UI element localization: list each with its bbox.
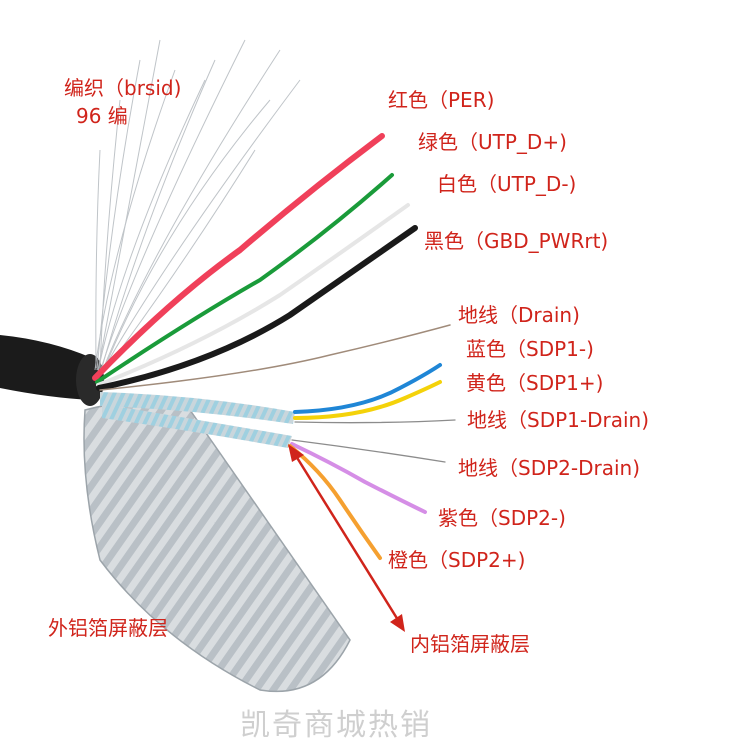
wires <box>92 133 456 560</box>
inner-shield-arrow <box>288 444 405 632</box>
sdp1-drain-wire <box>294 419 456 424</box>
orange-wire <box>288 444 382 560</box>
blue-wire <box>293 363 442 414</box>
inner-shield-label: 内铝箔屏蔽层 <box>410 632 530 656</box>
yellow-wire <box>293 380 442 420</box>
green-wire-label: 绿色（UTP_D+) <box>418 130 567 154</box>
cable-jacket <box>0 335 104 406</box>
black-wire <box>96 225 418 391</box>
orange-wire-label: 橙色（SDP2+) <box>388 548 526 572</box>
drain-wire-label: 地线（Drain) <box>458 303 580 327</box>
outer-foil <box>83 401 351 693</box>
inner-shield-pair-2 <box>102 404 292 448</box>
green-wire <box>95 173 394 384</box>
black-wire-label: 黑色（GBD_PWRrt) <box>424 229 609 253</box>
sdp1-drain-label: 地线（SDP1-Drain) <box>467 408 650 432</box>
watermark: 凯奇商城热销 <box>240 708 432 743</box>
white-wire <box>96 203 410 387</box>
inner-shield-pair-1 <box>100 392 295 424</box>
red-wire <box>92 133 385 381</box>
outer-shield-label: 外铝箔屏蔽层 <box>48 616 168 640</box>
purple-wire <box>290 442 427 514</box>
braid-shield <box>94 39 301 373</box>
white-wire-label: 白色（UTP_D-) <box>437 172 577 196</box>
yellow-wire-label: 黄色（SDP1+) <box>466 371 604 395</box>
sdp2-drain-wire <box>291 439 446 463</box>
braid-count-label: 96 编 <box>76 104 128 128</box>
blue-wire-label: 蓝色（SDP1-) <box>466 337 594 361</box>
braid-label: 编织（brsid) <box>64 76 182 100</box>
red-wire-label: 红色（PER) <box>388 88 495 112</box>
purple-wire-label: 紫色（SDP2-) <box>438 506 566 530</box>
drain-wire <box>99 324 451 391</box>
sdp2-drain-label: 地线（SDP2-Drain) <box>458 456 641 480</box>
